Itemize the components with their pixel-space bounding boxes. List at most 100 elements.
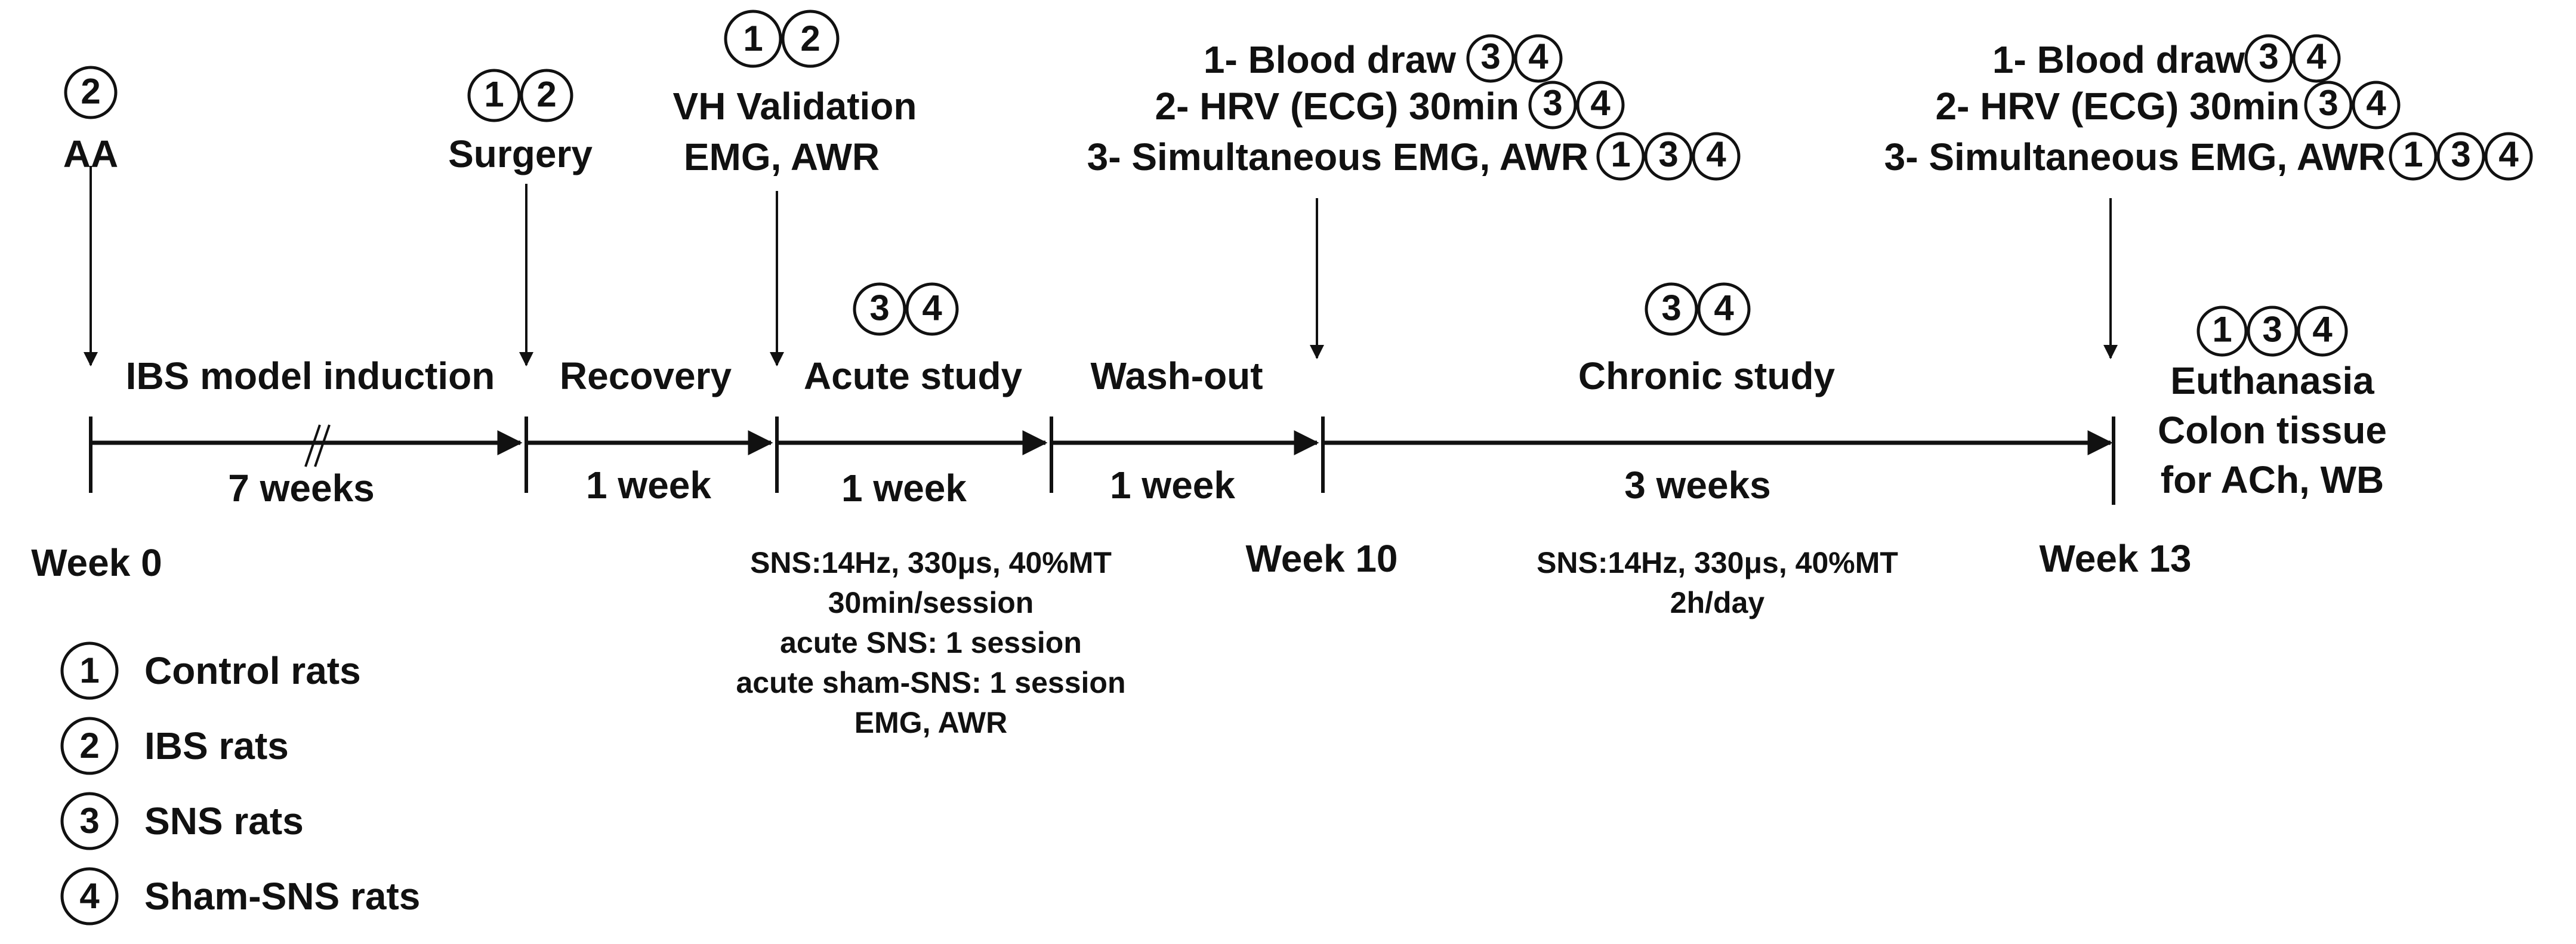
chronic-protocol-line: SNS:14Hz, 330μs, 40%MT bbox=[1537, 546, 1898, 579]
group-4-badge-icon bbox=[2484, 132, 2533, 181]
phase-recovery-duration: 1 week bbox=[586, 464, 711, 507]
group-number: 4 bbox=[922, 288, 942, 328]
group-4-badge-icon bbox=[1697, 282, 1751, 336]
aa-group-badges: 2 bbox=[64, 66, 118, 119]
group-2-badge-icon bbox=[781, 10, 840, 68]
acute-protocol-line: acute sham-SNS: 1 session bbox=[736, 666, 1125, 699]
group-1-badge-icon bbox=[2389, 132, 2438, 181]
acute-protocol-line: 30min/session bbox=[828, 586, 1034, 619]
group-number: 2 bbox=[536, 74, 556, 114]
group-number: 2 bbox=[81, 71, 100, 111]
group-number: 4 bbox=[2312, 310, 2333, 350]
legend-badge-sns: 3 bbox=[60, 792, 119, 850]
end-line-1: Euthanasia bbox=[2170, 359, 2374, 402]
group-4-badge-icon bbox=[2297, 306, 2348, 357]
phase-washout-title: Wash-out bbox=[1090, 354, 1263, 397]
group-number: 2 bbox=[79, 726, 99, 766]
group-4-badge-icon bbox=[60, 867, 119, 926]
group-1-badge-icon bbox=[60, 641, 119, 700]
timeline-ticks bbox=[89, 417, 2115, 505]
group-4-badge-icon bbox=[1692, 132, 1741, 181]
end-line-2: Colon tissue bbox=[2158, 409, 2387, 452]
group-3-badge-icon bbox=[2247, 306, 2298, 357]
group-number: 4 bbox=[2306, 36, 2327, 76]
group-number: 3 bbox=[869, 288, 889, 328]
group-3-badge-icon bbox=[2436, 132, 2485, 181]
week13-line-2: 2- HRV (ECG) 30min bbox=[1936, 85, 2300, 128]
group-number: 3 bbox=[1542, 83, 1562, 123]
group-1-badge-icon bbox=[467, 69, 521, 122]
phase-acute-duration: 1 week bbox=[841, 467, 967, 510]
group-3-badge-icon bbox=[2304, 81, 2353, 129]
acute-protocol-line: acute SNS: 1 session bbox=[780, 626, 1082, 659]
phase-acute-title: Acute study bbox=[804, 354, 1023, 397]
phase-chronic-title: Chronic study bbox=[1578, 354, 1835, 397]
group-number: 2 bbox=[800, 18, 820, 58]
event-arrows bbox=[84, 166, 2118, 366]
group-number: 3 bbox=[1658, 134, 1678, 174]
group-3-badge-icon bbox=[1644, 132, 1693, 181]
phase-recovery-title: Recovery bbox=[560, 354, 732, 397]
legend-badge-ibs: 2 bbox=[60, 717, 119, 775]
group-4-badge-icon bbox=[1514, 34, 1563, 83]
legend-label-ibs: IBS rats bbox=[144, 724, 289, 767]
group-3-badge-icon bbox=[1528, 81, 1577, 129]
group-3-badge-icon bbox=[853, 282, 906, 336]
week-marker-0: Week 0 bbox=[31, 541, 162, 584]
vh-title: VH Validation bbox=[673, 85, 917, 128]
group-4-badge-icon bbox=[2292, 34, 2341, 83]
chronic-protocol-notes: SNS:14Hz, 330μs, 40%MT 2h/day bbox=[1537, 546, 1898, 619]
surgery-label: Surgery bbox=[448, 132, 593, 175]
group-2-badge-icon bbox=[60, 717, 119, 775]
group-number: 1 bbox=[2212, 310, 2232, 350]
phase-washout-duration: 1 week bbox=[1110, 464, 1235, 507]
week10-line-3: 3- Simultaneous EMG, AWR bbox=[1087, 135, 1588, 178]
week10-line-2: 2- HRV (ECG) 30min bbox=[1155, 85, 1520, 128]
group-4-badge-icon bbox=[1576, 81, 1625, 129]
group-3-badge-icon bbox=[1645, 282, 1698, 336]
group-number: 4 bbox=[1528, 36, 1548, 76]
group-3-badge-icon bbox=[2244, 34, 2293, 83]
group-number: 3 bbox=[2262, 310, 2282, 350]
group-number: 1 bbox=[2403, 134, 2423, 174]
group-number: 3 bbox=[2318, 83, 2338, 123]
chronic-protocol-line: 2h/day bbox=[1670, 586, 1765, 619]
week13-line-3: 3- Simultaneous EMG, AWR bbox=[1884, 135, 2386, 178]
group-4-badge-icon bbox=[905, 282, 959, 336]
group-number: 4 bbox=[1714, 288, 1734, 328]
week-marker-13: Week 13 bbox=[2040, 537, 2192, 580]
legend: 1 Control rats 2 IBS rats 3 SNS rats 4 S… bbox=[60, 641, 420, 926]
group-3-badge-icon bbox=[60, 792, 119, 850]
legend-badge-sham-sns: 4 bbox=[60, 867, 119, 926]
week10-line-1: 1- Blood draw bbox=[1204, 38, 1456, 81]
aa-label: AA bbox=[63, 132, 118, 175]
group-2-badge-icon bbox=[64, 66, 118, 119]
group-3-badge-icon bbox=[1466, 34, 1515, 83]
group-number: 1 bbox=[1611, 134, 1630, 174]
group-number: 4 bbox=[1706, 134, 1726, 174]
phase-chronic-duration: 3 weeks bbox=[1624, 464, 1771, 507]
acute-protocol-notes: SNS:14Hz, 330μs, 40%MT 30min/session acu… bbox=[736, 546, 1125, 739]
week-marker-10: Week 10 bbox=[1246, 537, 1398, 580]
group-1-badge-icon bbox=[1596, 132, 1645, 181]
end-line-3: for ACh, WB bbox=[2161, 458, 2384, 501]
phase-induction-duration: 7 weeks bbox=[228, 467, 375, 510]
group-number: 1 bbox=[484, 74, 504, 114]
week13-line-1: 1- Blood draw bbox=[1992, 38, 2245, 81]
legend-badge-control: 1 bbox=[60, 641, 119, 700]
vh-subtitle: EMG, AWR bbox=[684, 135, 880, 178]
acute-protocol-line: SNS:14Hz, 330μs, 40%MT bbox=[750, 546, 1112, 579]
group-number: 4 bbox=[2498, 134, 2519, 174]
group-1-badge-icon bbox=[724, 10, 782, 68]
